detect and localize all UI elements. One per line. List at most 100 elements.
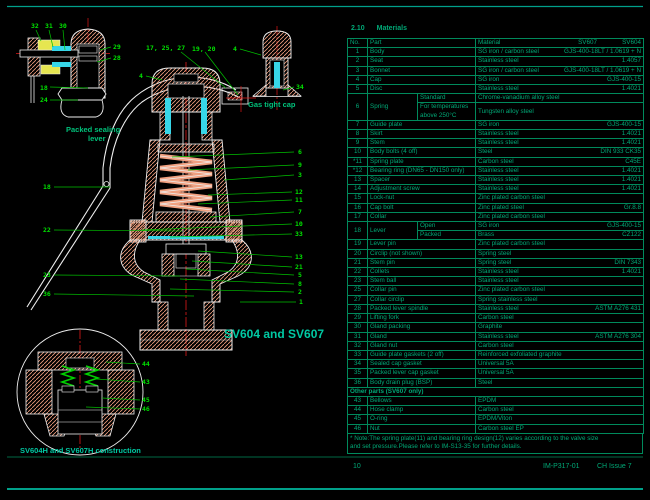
callout-nut: 46 [142,405,150,413]
material-grade: Gr.8.8 [623,203,641,211]
header-part: Part [367,37,476,49]
material-name: Stainless steel [478,332,519,340]
row-part: Body bolts (4 off) [367,147,476,158]
row-part: Lifting fork [367,313,476,324]
row-part: Seat [367,56,476,67]
row-material-cell: Carbon steel EP [475,423,644,434]
material-grade: DIN 7343 [614,258,641,266]
material-wrap: Spring stainless steel [478,296,641,303]
material-wrap: Spring steel [478,250,641,257]
row-part: Skirt [367,129,476,140]
row-material-cell: Zinc plated carbon steel [475,211,644,223]
material-wrap: Steel [478,379,641,386]
material-wrap: Zinc plated carbon steel [478,212,641,220]
material-name: Zinc plated carbon steel [478,194,545,202]
callout-seat: 2 [298,288,302,296]
material-grade: CZ122 [622,231,641,239]
material-grade: 1.4021 [621,166,641,174]
row-part: Body [367,47,476,58]
callout-stem-pin: 21 [295,263,303,271]
row-variant: For temperatures above 250°C [417,102,476,121]
material-wrap: Graphite [478,324,641,331]
material-name: SG iron [478,222,500,230]
row-material-cell: Universal 5A [475,359,644,370]
material-name: Stainless steel [478,130,519,138]
row-no: 3 [347,65,368,76]
row-material-cell: EPDM/Viton [475,414,644,425]
row-no: 28 [347,303,368,315]
callout-spacer: 13 [295,253,303,261]
row-material-cell: Stainless steel [475,276,644,287]
callout-collar-group: 17, 25, 27 [146,44,186,52]
row-no: 20 [347,248,368,259]
gas-tight-cap-inset [239,26,303,110]
callout-gas-cap-4: 4 [233,45,237,53]
packed-lever-caption-line2: lever [88,134,106,143]
footer-page-number: 10 [353,463,361,470]
material-wrap: Zinc plated carbon steel [478,287,641,294]
row-no: 9 [347,138,368,149]
material-grade: 1.4021 [621,130,641,138]
other-parts-header-row: Other parts (SV607 only) [347,386,644,397]
callout-24: 24 [40,96,48,104]
material-name: SG iron [478,75,500,83]
row-part: Gland nut [367,340,476,351]
material-name: Brass [478,231,495,239]
row-no: *12 [347,165,368,177]
material-grade: GJS-400-18LT / 1.0619 + N [564,66,641,74]
row-material-cell: Stainless steel ASTM A276 304 [475,331,644,342]
row-material-cell: Graphite [475,322,644,333]
material-wrap: Carbon steel EP [478,425,641,432]
row-no: *11 [347,156,368,167]
material-name: Steel [478,148,493,156]
material-name: Zinc plated carbon steel [478,212,545,220]
row-no: 15 [347,193,368,204]
row-no: 6 [347,93,368,121]
material-wrap: Zinc plated carbon steel [478,241,641,248]
material-wrap: Zinc plated carbon steel [478,194,641,202]
header-sv607: SV607 [578,39,597,46]
row-no: 13 [347,175,368,186]
material-grade: ASTM A276 304 [595,332,641,340]
material-wrap: Carbon steel [478,342,641,349]
material-grade: ASTM A276 431 [595,304,641,312]
row-material-cell: EPDM [475,395,644,407]
material-name: EPDM [478,396,497,404]
material-name: Zinc plated steel [478,203,524,211]
material-wrap: Carbon steel [478,407,641,414]
row-no: 19 [347,239,368,250]
row-part: Guide plate [367,119,476,131]
row-variant: Packed [417,230,476,241]
material-grade: 1.4021 [621,268,641,276]
page-frame [7,5,643,490]
row-part: Disc [367,84,476,95]
material-wrap: Chrome-vanadium alloy steel [478,95,641,102]
row-no: 32 [347,340,368,351]
callout-gas-cap-34: 34 [296,83,304,91]
packed-lever-caption-line1: Packed sealing [66,125,121,134]
